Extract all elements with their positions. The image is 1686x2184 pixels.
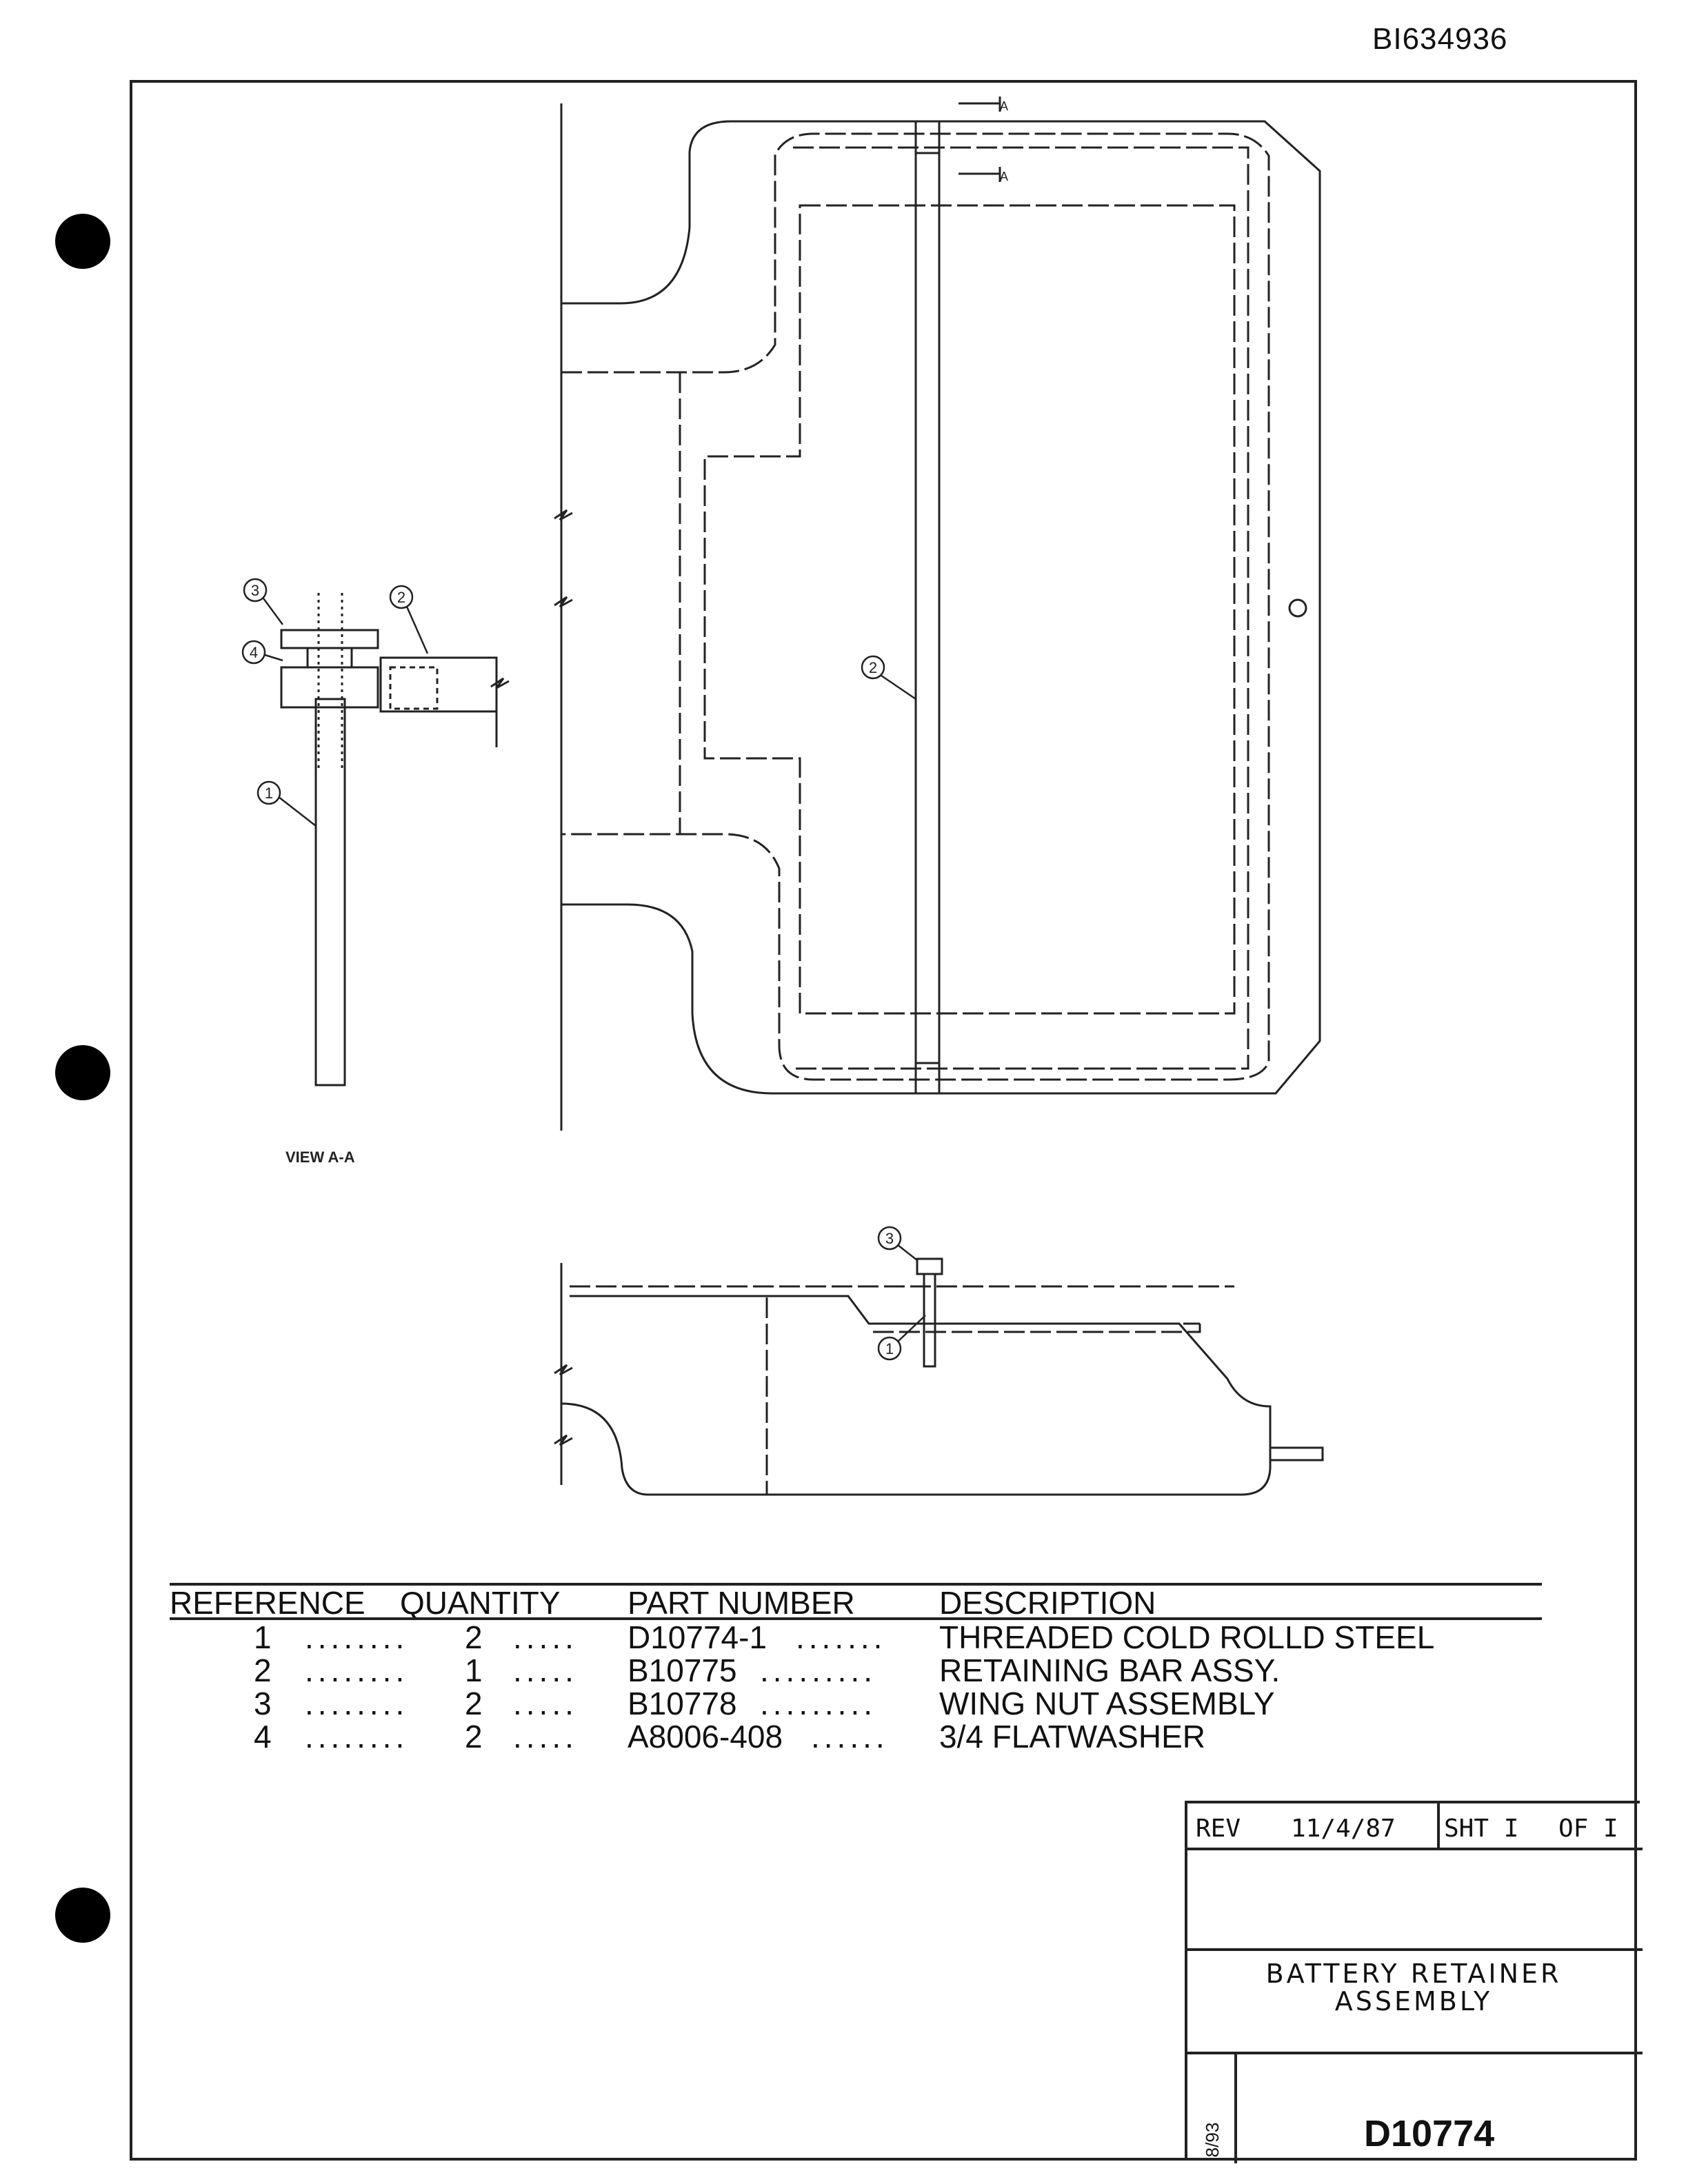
row-reference: 4 [254, 1719, 272, 1755]
sheet-of: OF I [1558, 1814, 1618, 1843]
row-description: THREADED COLD ROLLD STEEL [939, 1619, 1435, 1655]
title-block-divider [1437, 1803, 1440, 1848]
row-part-number: B10775 [628, 1652, 737, 1688]
row-part-number: D10774-1 [628, 1619, 767, 1655]
title-block-rule [1187, 1948, 1643, 1951]
parts-top-rule [170, 1583, 1542, 1586]
battery-tray-plan-view [561, 97, 1321, 1095]
form-date: 8/93 [1202, 2122, 1223, 2158]
row-ref-leader: ........ [305, 1619, 409, 1655]
view-label: VIEW A-A [285, 1149, 355, 1166]
row-ref-leader: ........ [305, 1686, 409, 1721]
header-quantity: QUANTITY [400, 1585, 561, 1621]
row-qty-leader: ..... [513, 1652, 578, 1688]
drawing-title: BATTERY RETAINER ASSEMBLY [1187, 1959, 1640, 2016]
callout-2-b: 2 [869, 659, 877, 676]
row-description: RETAINING BAR ASSY. [939, 1652, 1281, 1688]
callout-1-a: 1 [265, 785, 273, 802]
row-part-leader: ......... [760, 1686, 877, 1721]
callout-2-a: 2 [397, 589, 405, 606]
punch-hole-middle [55, 1045, 110, 1100]
drawing-number: D10774 [1364, 2113, 1495, 2154]
callout-3-a: 3 [251, 582, 259, 599]
drawing-border [130, 80, 1637, 2161]
row-description: 3/4 FLATWASHER [939, 1719, 1205, 1755]
section-marker-top: A [1000, 99, 1008, 113]
parts-row: 3 ........ 2 ..... B10778 ......... WING… [170, 1688, 1542, 1721]
row-qty-leader: ..... [513, 1619, 578, 1655]
parts-header-rule [170, 1617, 1542, 1620]
title-block-divider [1234, 2052, 1237, 2163]
callout-4: 4 [250, 644, 258, 661]
row-ref-leader: ........ [305, 1652, 409, 1688]
row-reference: 2 [254, 1652, 272, 1688]
row-description: WING NUT ASSEMBLY [939, 1686, 1275, 1721]
row-ref-leader: ........ [305, 1719, 409, 1755]
title-block-rule [1187, 2052, 1643, 2054]
row-quantity: 2 [465, 1719, 483, 1755]
row-quantity: 1 [465, 1652, 483, 1688]
document-id: BI634936 [1372, 22, 1508, 56]
row-quantity: 2 [465, 1619, 483, 1655]
row-reference: 1 [254, 1619, 272, 1655]
header-part-number: PART NUMBER [628, 1585, 855, 1621]
callout-1-b: 1 [885, 1340, 894, 1357]
row-reference: 3 [254, 1686, 272, 1721]
sheet-label: SHT I [1444, 1814, 1519, 1843]
row-part-leader: ....... [796, 1619, 887, 1655]
drawing-title-line-1: BATTERY RETAINER [1265, 1959, 1562, 1989]
callout-3-b: 3 [885, 1230, 894, 1247]
view-a-a-detail [280, 593, 510, 1086]
punch-hole-top [55, 214, 110, 269]
row-part-number: A8006-408 [628, 1719, 783, 1755]
parts-row: 4 ........ 2 ..... A8006-408 ...... 3/4 … [170, 1721, 1542, 1754]
rev-label: REV [1196, 1814, 1241, 1843]
section-marker-bottom: A [1000, 170, 1008, 183]
header-description: DESCRIPTION [939, 1585, 1156, 1621]
punch-hole-bottom [55, 1888, 110, 1943]
parts-row: 1 ........ 2 ..... D10774-1 ....... THRE… [170, 1621, 1542, 1655]
retaining-bar [914, 152, 941, 1064]
header-reference: REFERENCE [170, 1585, 365, 1621]
row-part-leader: ...... [811, 1719, 889, 1755]
title-block: REV 11/4/87 SHT I OF I BATTERY RETAINER … [1185, 1801, 1643, 2163]
title-block-rule [1187, 1848, 1643, 1850]
drawing-title-line-2: ASSEMBLY [1334, 1985, 1493, 2016]
row-qty-leader: ..... [513, 1686, 578, 1721]
rev-date: 11/4/87 [1291, 1814, 1396, 1843]
parts-row: 2 ........ 1 ..... B10775 ......... RETA… [170, 1655, 1542, 1688]
row-quantity: 2 [465, 1686, 483, 1721]
row-part-number: B10778 [628, 1686, 737, 1721]
battery-tray-elevation-view [554, 1257, 1324, 1496]
row-part-leader: ......... [760, 1652, 877, 1688]
callout-balloons [241, 578, 926, 1361]
row-qty-leader: ..... [513, 1719, 578, 1755]
